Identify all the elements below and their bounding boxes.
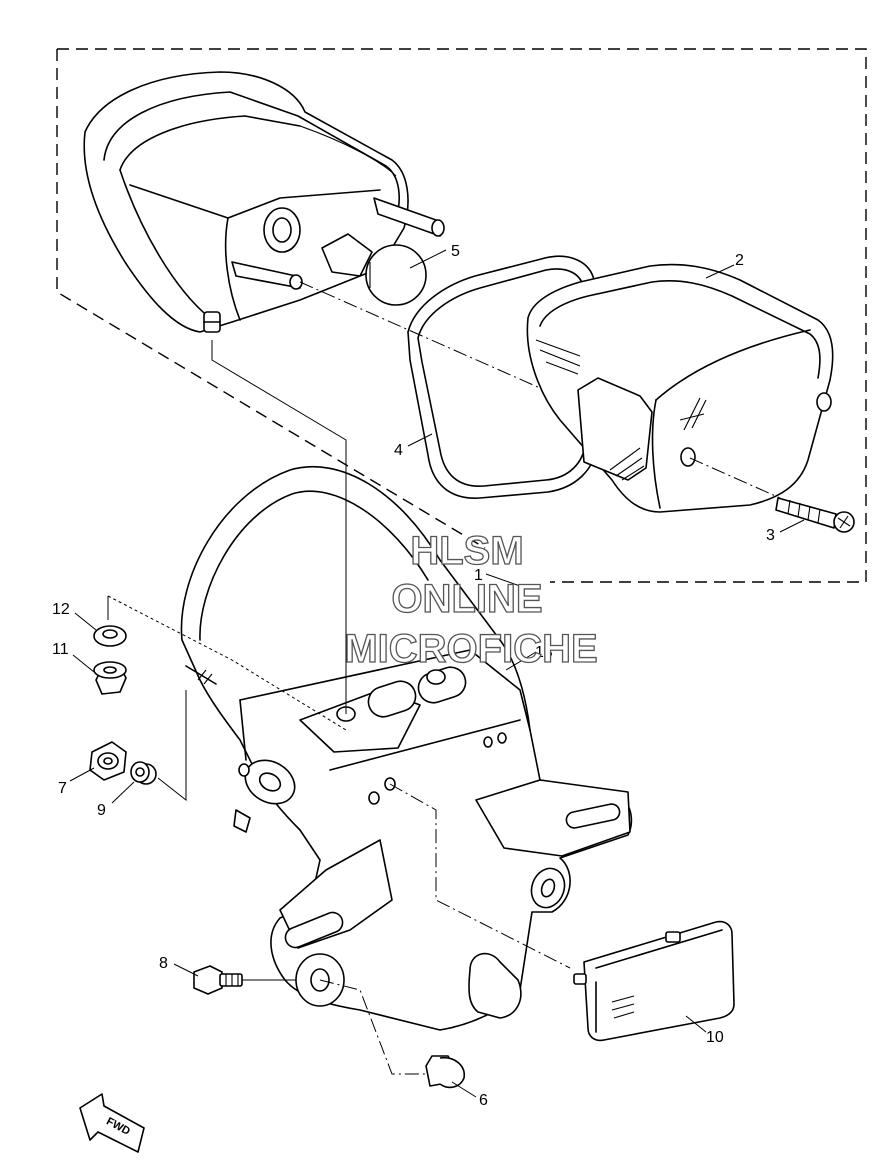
callout-12: 12 [52, 601, 70, 618]
callout-2: 2 [735, 252, 744, 269]
callout-3: 3 [766, 527, 775, 544]
callout-7: 7 [58, 780, 67, 797]
watermark-line-3: MICROFICHE [344, 627, 597, 671]
callout-13: 13 [535, 644, 553, 661]
reflector [573, 920, 735, 1042]
grommet-nut [93, 661, 127, 695]
alignment-line-lens [299, 281, 541, 389]
leader-lines [69, 249, 805, 1098]
alignment-line-screw [689, 457, 781, 499]
housing-mounting-stud [203, 311, 221, 333]
callout-1: 1 [474, 567, 483, 584]
collar [130, 761, 157, 785]
flange-bolt [193, 965, 243, 995]
assembly-boundary [56, 48, 867, 583]
mounting-bracket [180, 465, 633, 1031]
taillight-housing [83, 71, 409, 333]
callout-8: 8 [159, 955, 168, 972]
watermark-line-2: ONLINE [391, 577, 542, 621]
callout-6: 6 [479, 1092, 488, 1109]
callout-10: 10 [706, 1029, 724, 1046]
taillight-lens [526, 263, 834, 513]
lens-screw [775, 497, 855, 533]
fwd-arrow-icon: FWD [79, 1093, 145, 1153]
callout-9: 9 [97, 802, 106, 819]
flange-nut [89, 741, 127, 781]
socket-terminals [231, 197, 445, 290]
acorn-nut [425, 1055, 465, 1089]
washer [93, 625, 127, 647]
callout-5: 5 [451, 243, 460, 260]
assembly-guide-lines [107, 340, 571, 1075]
watermark-line-1: HLSM [410, 529, 523, 573]
callout-11: 11 [52, 641, 69, 658]
bulb [321, 233, 427, 306]
callout-4: 4 [394, 442, 403, 459]
